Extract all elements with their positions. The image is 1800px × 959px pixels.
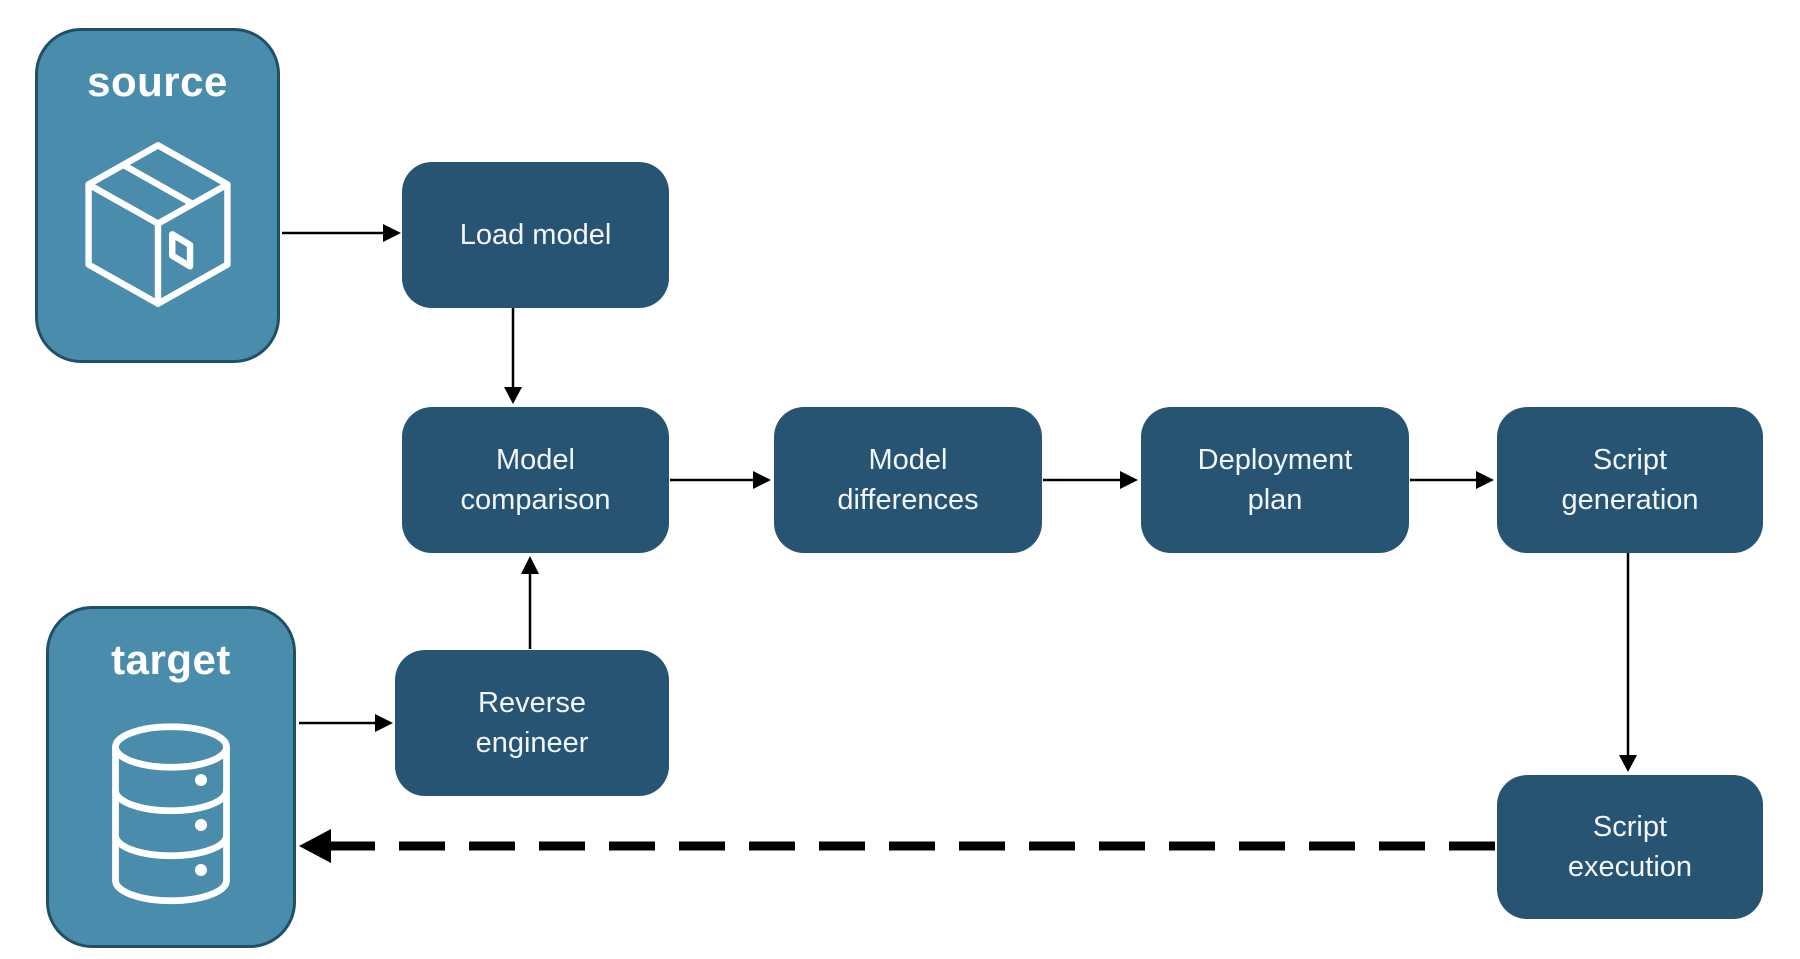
arrow-target-to-reverse-engineer [299,714,393,732]
arrow-model-comparison-to-model-differences [670,471,771,489]
source-label: source [87,58,228,105]
node-model-comparison: Model comparison [402,407,669,553]
package-icon [38,105,277,360]
node-load-model-label: Load model [459,218,612,251]
entity-source: source [35,28,280,363]
node-load-model: Load model [402,162,669,308]
node-deployment-plan-label: Deployment plan [1197,443,1353,516]
arrow-model-differences-to-deployment-plan [1043,471,1138,489]
node-deployment-plan: Deployment plan [1141,407,1409,553]
node-reverse-engineer: Reverse engineer [395,650,669,796]
arrow-deployment-plan-to-script-generation [1410,471,1494,489]
node-script-generation-label: Script generation [1561,443,1699,516]
node-model-differences-label: Model differences [837,443,979,516]
node-model-comparison-label: Model comparison [460,443,611,516]
node-reverse-engineer-label: Reverse engineer [475,686,589,759]
entity-target: target [46,606,296,948]
node-script-execution: Script execution [1497,775,1763,919]
arrow-source-to-load-model [282,224,401,242]
arrow-load-model-to-model-comparison [504,308,522,404]
node-script-execution-label: Script execution [1567,810,1693,883]
target-label: target [111,636,231,683]
arrow-script-generation-to-script-execution [1619,553,1637,772]
arrow-script-execution-to-target-dashed [299,829,1495,863]
arrow-reverse-engineer-to-model-comparison [521,556,539,649]
node-script-generation: Script generation [1497,407,1763,553]
node-model-differences: Model differences [774,407,1042,553]
database-icon [49,683,293,945]
